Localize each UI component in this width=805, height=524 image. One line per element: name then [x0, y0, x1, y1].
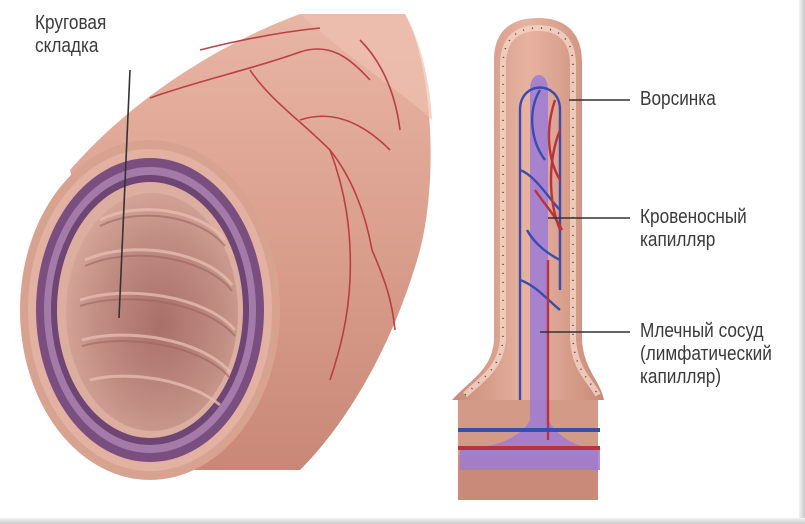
villus-illustration	[452, 18, 604, 500]
intestine-tube	[20, 14, 432, 480]
label-blood-capillary: Кровеносный капилляр	[640, 206, 747, 252]
label-blood-capillary-line1: Кровеносный	[640, 206, 747, 229]
label-lacteal-line2: (лимфатический	[640, 343, 772, 366]
label-blood-capillary-line2: капилляр	[640, 229, 747, 252]
label-lacteal-line3: капилляр)	[640, 366, 772, 389]
label-circular-fold: Круговая складка	[35, 12, 106, 58]
label-lacteal-line1: Млечный сосуд	[640, 320, 772, 343]
label-lacteal: Млечный сосуд (лимфатический капилляр)	[640, 320, 772, 389]
label-villus: Ворсинка	[640, 88, 716, 111]
label-villus-text: Ворсинка	[640, 88, 716, 111]
frame-shadow-right	[799, 0, 805, 524]
frame-shadow-bottom	[0, 518, 805, 524]
label-circular-fold-line2: складка	[35, 35, 106, 58]
label-circular-fold-line1: Круговая	[35, 12, 106, 35]
